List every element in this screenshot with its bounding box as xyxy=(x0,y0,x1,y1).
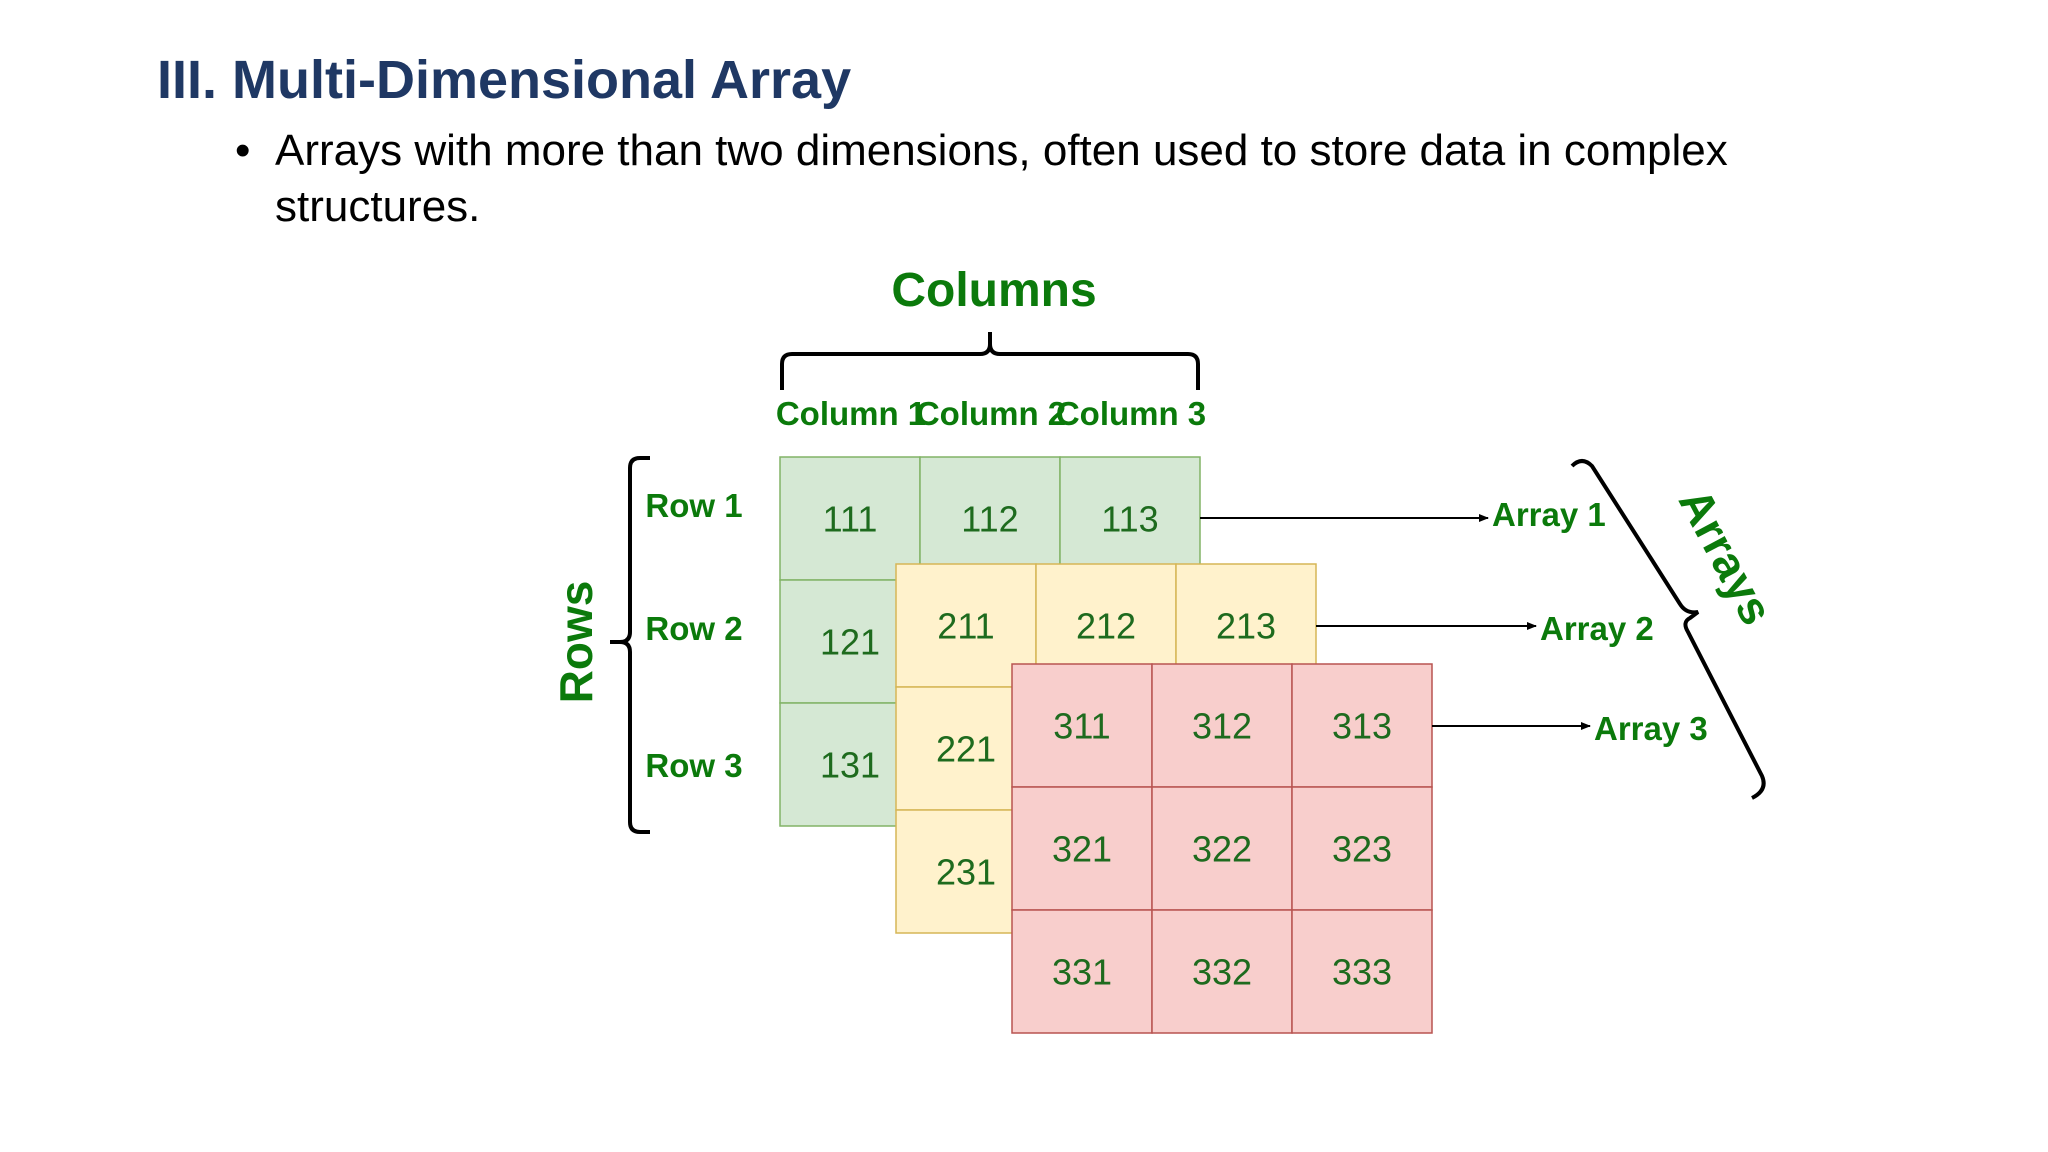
row-label-3: Row 3 xyxy=(645,747,742,784)
slide-title: III. Multi-Dimensional Array xyxy=(157,50,852,110)
array-cell-value-112: 112 xyxy=(961,499,1018,540)
array-cell-value-212: 212 xyxy=(1076,606,1136,647)
array-cell-value-213: 213 xyxy=(1216,606,1276,647)
array-cell-333 xyxy=(1291,909,1433,1034)
rows-brace xyxy=(610,456,650,834)
array-cell-value-332: 332 xyxy=(1192,952,1252,993)
array-cell-value-333: 333 xyxy=(1332,952,1392,993)
array-cell-value-221: 221 xyxy=(936,729,996,770)
array-grid-3: 311 312 313 321 322 323 331 332 333 xyxy=(1011,663,1433,1034)
array-label-3: Array 3 xyxy=(1594,710,1708,747)
array-label-1: Array 1 xyxy=(1492,496,1606,533)
array-cell-322 xyxy=(1151,786,1293,911)
array-cell-value-313: 313 xyxy=(1332,706,1392,747)
columns-brace xyxy=(780,332,1200,390)
array-cell-112 xyxy=(919,456,1061,581)
columns-title: Columns xyxy=(891,264,1096,317)
array-cell-111 xyxy=(779,456,921,581)
array-cell-value-231: 231 xyxy=(936,852,996,893)
bullet-point: • Arrays with more than two dimensions, … xyxy=(235,123,1875,235)
array-cell-value-113: 113 xyxy=(1101,499,1158,540)
array-cell-331 xyxy=(1011,909,1153,1034)
row-label-2: Row 2 xyxy=(645,610,742,647)
array-cell-value-323: 323 xyxy=(1332,829,1392,870)
array-cell-value-121: 121 xyxy=(820,622,880,663)
array-cell-321 xyxy=(1011,786,1153,911)
array-cell-value-311: 311 xyxy=(1053,706,1110,747)
arrays-brace xyxy=(1570,459,1766,800)
array-cell-312 xyxy=(1151,663,1293,788)
column-label-1: Column 1 xyxy=(776,395,926,432)
bullet-dot: • xyxy=(235,126,251,175)
column-label-3: Column 3 xyxy=(1056,395,1206,432)
array-cell-value-321: 321 xyxy=(1052,829,1112,870)
array-cell-value-131: 131 xyxy=(820,745,880,786)
rows-title: Rows xyxy=(550,581,602,704)
array-label-2: Array 2 xyxy=(1540,610,1654,647)
array-cell-value-331: 331 xyxy=(1052,952,1112,993)
row-label-1: Row 1 xyxy=(645,487,742,524)
array-cell-value-211: 211 xyxy=(937,606,994,647)
array-cell-value-322: 322 xyxy=(1192,829,1252,870)
bullet-text: Arrays with more than two dimensions, of… xyxy=(275,126,1728,231)
array-cell-value-111: 111 xyxy=(823,499,878,540)
column-label-2: Column 2 xyxy=(916,395,1066,432)
array-cell-313 xyxy=(1291,663,1433,788)
array-cell-value-312: 312 xyxy=(1192,706,1252,747)
array-cell-332 xyxy=(1151,909,1293,1034)
array-grids: 1111121131211221231311321332112122132212… xyxy=(779,456,1433,1034)
